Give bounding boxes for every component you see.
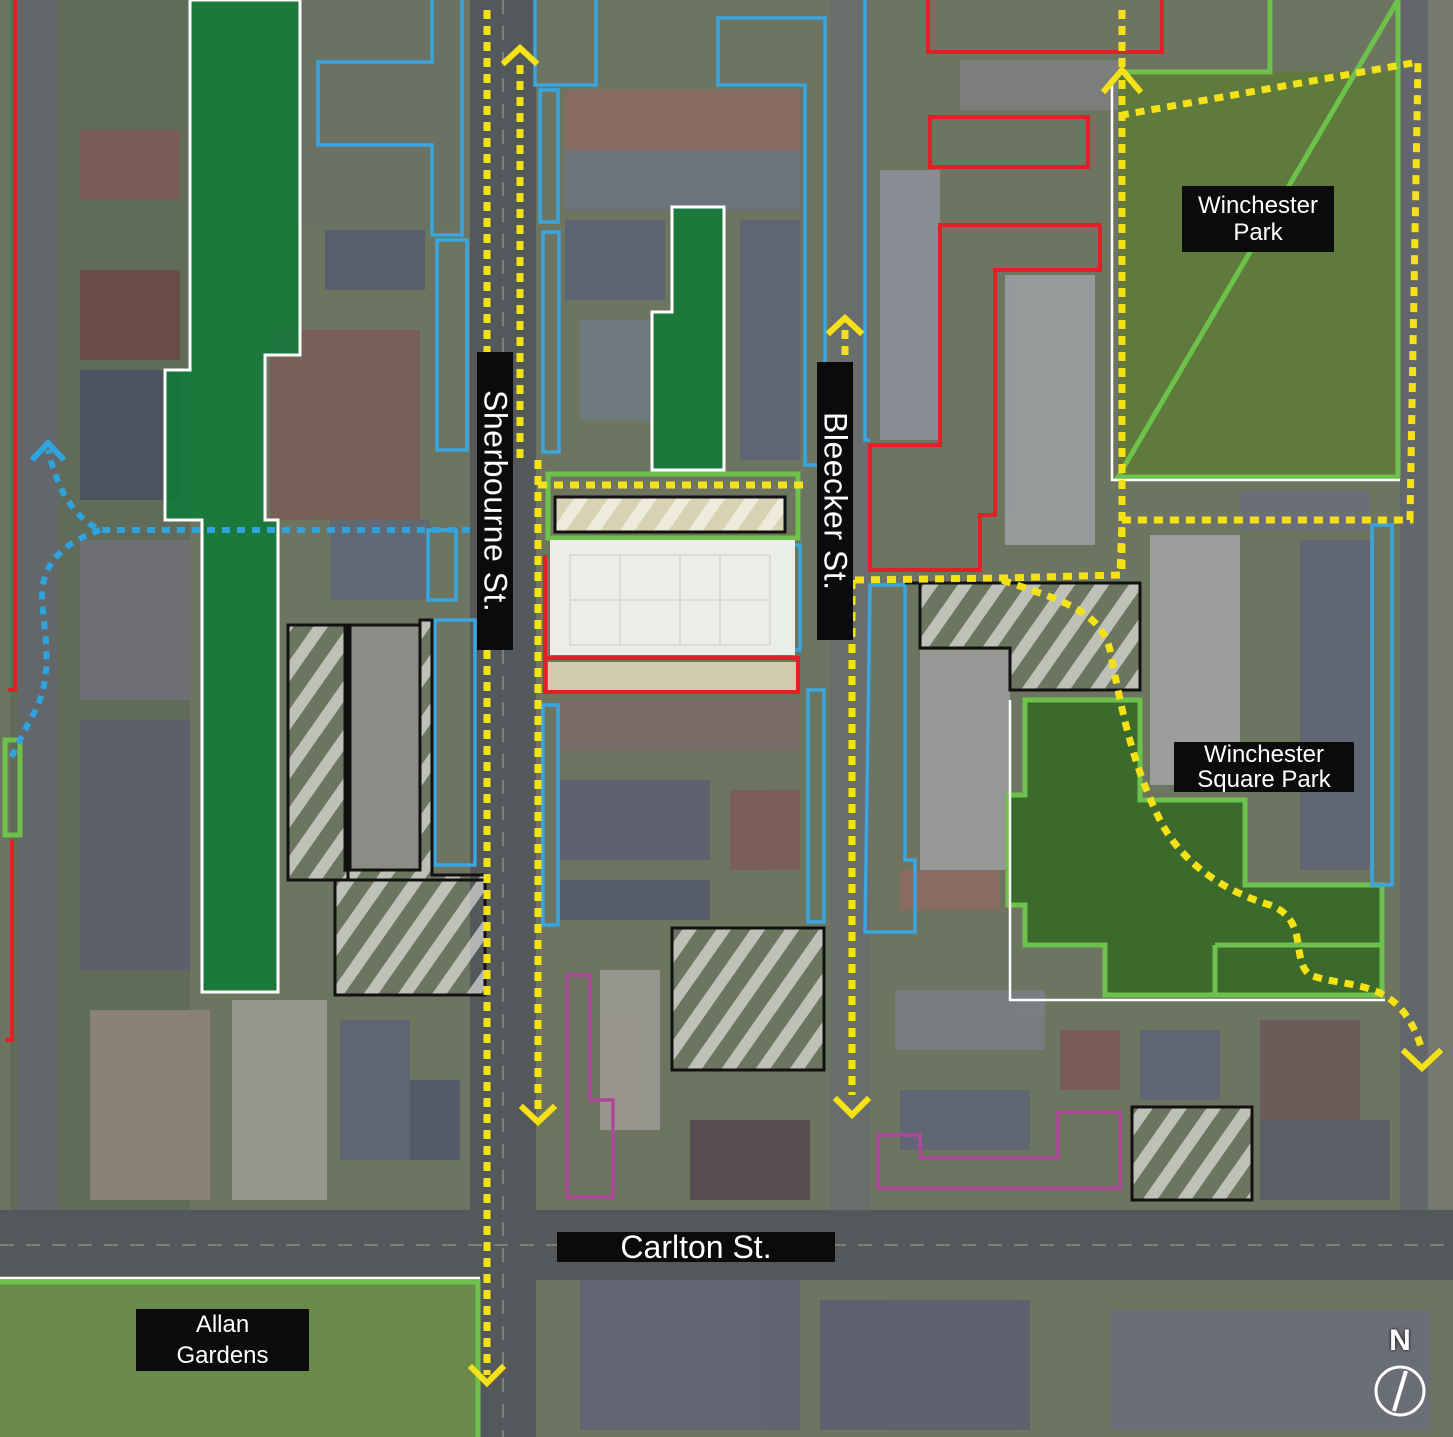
north-arrow-letter: N [1389,1324,1411,1357]
bleecker-street-label: Bleecker St. [817,362,854,640]
blue-boundaries [316,0,1394,934]
route-arrow-icon [467,43,1444,1388]
winchester-square-field [1008,700,1380,995]
house-blocks [10,0,1453,1430]
left-road [18,0,58,1210]
carlton-street-label: Carlton St. [557,1231,835,1263]
black-outlines [286,583,1142,997]
blue-route [7,449,470,762]
site-hatch-bottom [548,662,796,690]
winchester-park-field [1118,72,1398,477]
red-boundaries [5,0,1164,1042]
sherbourne-street-label: Sherbourne St. [477,352,514,650]
site-white-area [550,540,795,655]
route-arrow-icon [29,438,67,463]
north-arrow-icon: N [1372,1325,1428,1417]
green-fill-areas [163,0,726,994]
magenta-boundaries [565,973,1122,1199]
green-boundaries [0,0,1401,1437]
site-grid-lines [569,554,771,646]
yellow-routes [483,10,1426,1375]
white-inner-borders [0,80,1400,1280]
